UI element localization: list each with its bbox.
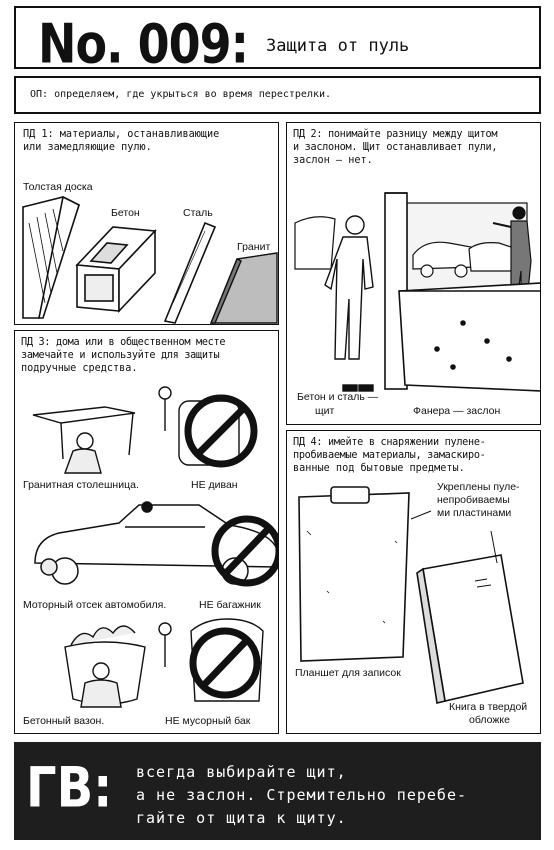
person-behind-pillar (324, 215, 374, 392)
caption-not-trunk: НЕ багажник (199, 599, 261, 611)
panel-2-text-line2: и заслоном. Щит останавливает пули, (293, 142, 498, 153)
title-box: No. 009: Защита от пуль (14, 6, 541, 76)
caption-board: Толстая доска (23, 181, 93, 193)
panel-2-text-line1: ПД 2: понимайте разницу между щитом (293, 129, 498, 140)
disguised-armor-illustration (298, 486, 524, 704)
board-illustration (22, 195, 80, 319)
caption-shield-line1: Бетон и сталь — (297, 391, 379, 403)
conclusion-line3: гайте от щита к щиту. (136, 809, 347, 827)
pointer-lines (410, 510, 498, 564)
objective-text: ОП: определяем, где укрыться во время пе… (30, 89, 332, 100)
page-title: Защита от пуль (266, 36, 410, 56)
caption-plates-line1: Укреплены пуле- (437, 481, 520, 493)
concrete-planter-illustration (64, 625, 146, 708)
panel-improvised-cover: ПД 3: дома или в общественном месте заме… (14, 330, 279, 734)
panel-4-text-line1: ПД 4: имейте в снаряжении пуленe- (293, 437, 486, 448)
conclusion-box: ГВ: всегда выбирайте щит, а не заслон. С… (14, 742, 541, 840)
panel-2-text-line3: заслон — нет. (293, 155, 373, 166)
conclusion-line2: а не заслон. Стремительно перебе- (136, 786, 468, 804)
granite-table-illustration (32, 406, 136, 474)
hardcover-book-illustration (416, 554, 524, 704)
caption-book-line2: обложке (469, 714, 510, 726)
caption-planter: Бетонный вазон. (23, 715, 105, 727)
caption-concrete: Бетон (111, 207, 140, 219)
no-trunk-icon (211, 515, 278, 587)
panel-3-text-line3: подручные средства. (21, 363, 138, 374)
caption-shield-line2: щит (315, 405, 335, 417)
no-trash-can-icon (189, 627, 261, 699)
panel-3-text-line2: замечайте и используйте для защиты (21, 350, 220, 361)
clipboard-illustration (298, 486, 410, 662)
panel-4-text-line3: ванные под бытовые предметы. (293, 463, 465, 474)
caption-engine: Моторный отсек автомобиля. (23, 599, 167, 611)
panel-materials: ПД 1: материалы, останавливающие или зам… (14, 122, 279, 325)
no-sofa-icon (184, 394, 258, 468)
caption-not-sofa: НЕ диван (191, 479, 238, 491)
panel-1-text-line1: ПД 1: материалы, останавливающие (23, 129, 220, 140)
concrete-block-illustration (75, 226, 157, 314)
caption-plates-line2: непробиваемы (437, 494, 510, 506)
shield-cover-illustration (294, 192, 540, 392)
panel-1-text-line2: или замедляющие пулю. (23, 142, 152, 153)
steel-plate-illustration (163, 221, 217, 324)
car-illustration (34, 501, 278, 585)
panel-disguised-armor: ПД 4: имейте в снаряжении пуленe- пробив… (286, 430, 541, 734)
plywood-cover-illustration (398, 282, 540, 392)
caption-steel: Сталь (183, 207, 213, 219)
panel-3-text-line1: ПД 3: дома или в общественном месте (21, 337, 226, 348)
page-number: No. 009: (38, 12, 249, 76)
caption-cover: Фанера — заслон (413, 405, 501, 417)
panel-4-text-line2: пробиваемые материалы, замаскиро- (293, 450, 486, 461)
conclusion-text: всегда выбирайте щит, а не заслон. Стрем… (136, 761, 467, 830)
caption-granite-table: Гранитная столешница. (23, 479, 139, 491)
materials-illustration (22, 195, 278, 324)
caption-not-trash: НЕ мусорный бак (165, 715, 251, 727)
granite-slab-illustration (209, 252, 278, 324)
objective-box: ОП: определяем, где укрыться во время пе… (14, 76, 541, 114)
caption-plates-line3: ми пластинами (437, 507, 512, 519)
panel-shield-vs-cover: ПД 2: понимайте разницу между щитом и за… (286, 122, 541, 425)
improvised-cover-illustration (32, 386, 278, 708)
caption-book-line1: Книга в твердой (449, 701, 528, 713)
conclusion-line1: всегда выбирайте щит, (136, 763, 347, 781)
conclusion-label: ГВ: (26, 756, 113, 821)
caption-granite: Гранит (237, 241, 271, 253)
caption-clipboard: Планшет для записок (295, 667, 401, 679)
